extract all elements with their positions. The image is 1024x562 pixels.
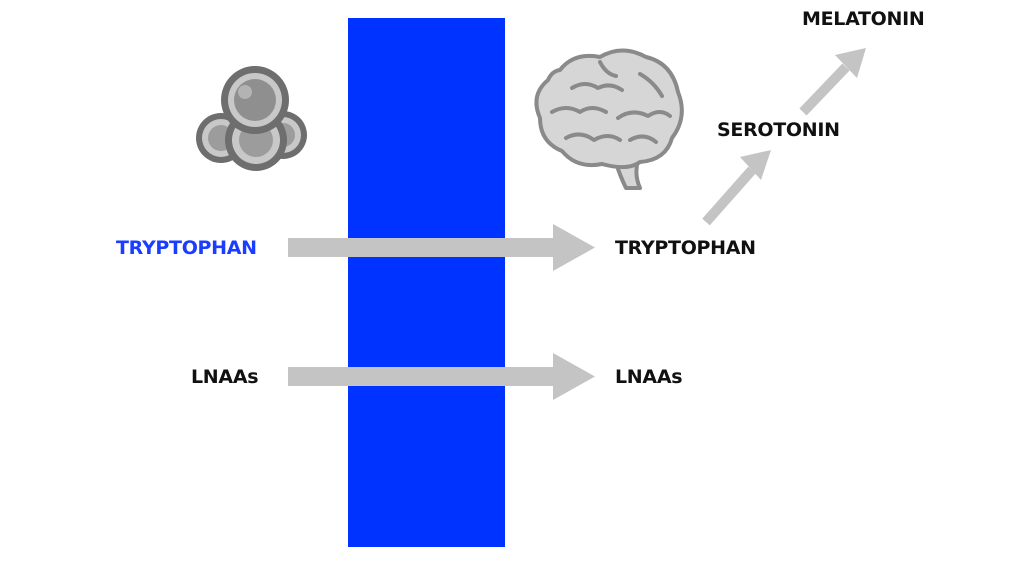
blood-cells-icon (196, 66, 307, 171)
brain-lnaas-label: LNAAs (615, 366, 683, 388)
serotonin-label: SEROTONIN (717, 119, 840, 141)
blood-tryptophan-label: TRYPTOPHAN (116, 237, 257, 259)
brain-tryptophan-label: TRYPTOPHAN (615, 237, 756, 259)
brain-icon (534, 48, 684, 190)
lnaas-transport-arrow (288, 353, 595, 400)
tryptophan-to-serotonin-arrow (702, 150, 771, 226)
blood-brain-barrier (348, 18, 505, 547)
tryptophan-transport-arrow (288, 224, 595, 271)
blood-lnaas-label: LNAAs (191, 366, 259, 388)
serotonin-to-melatonin-arrow (799, 48, 866, 116)
melatonin-label: MELATONIN (802, 8, 925, 30)
